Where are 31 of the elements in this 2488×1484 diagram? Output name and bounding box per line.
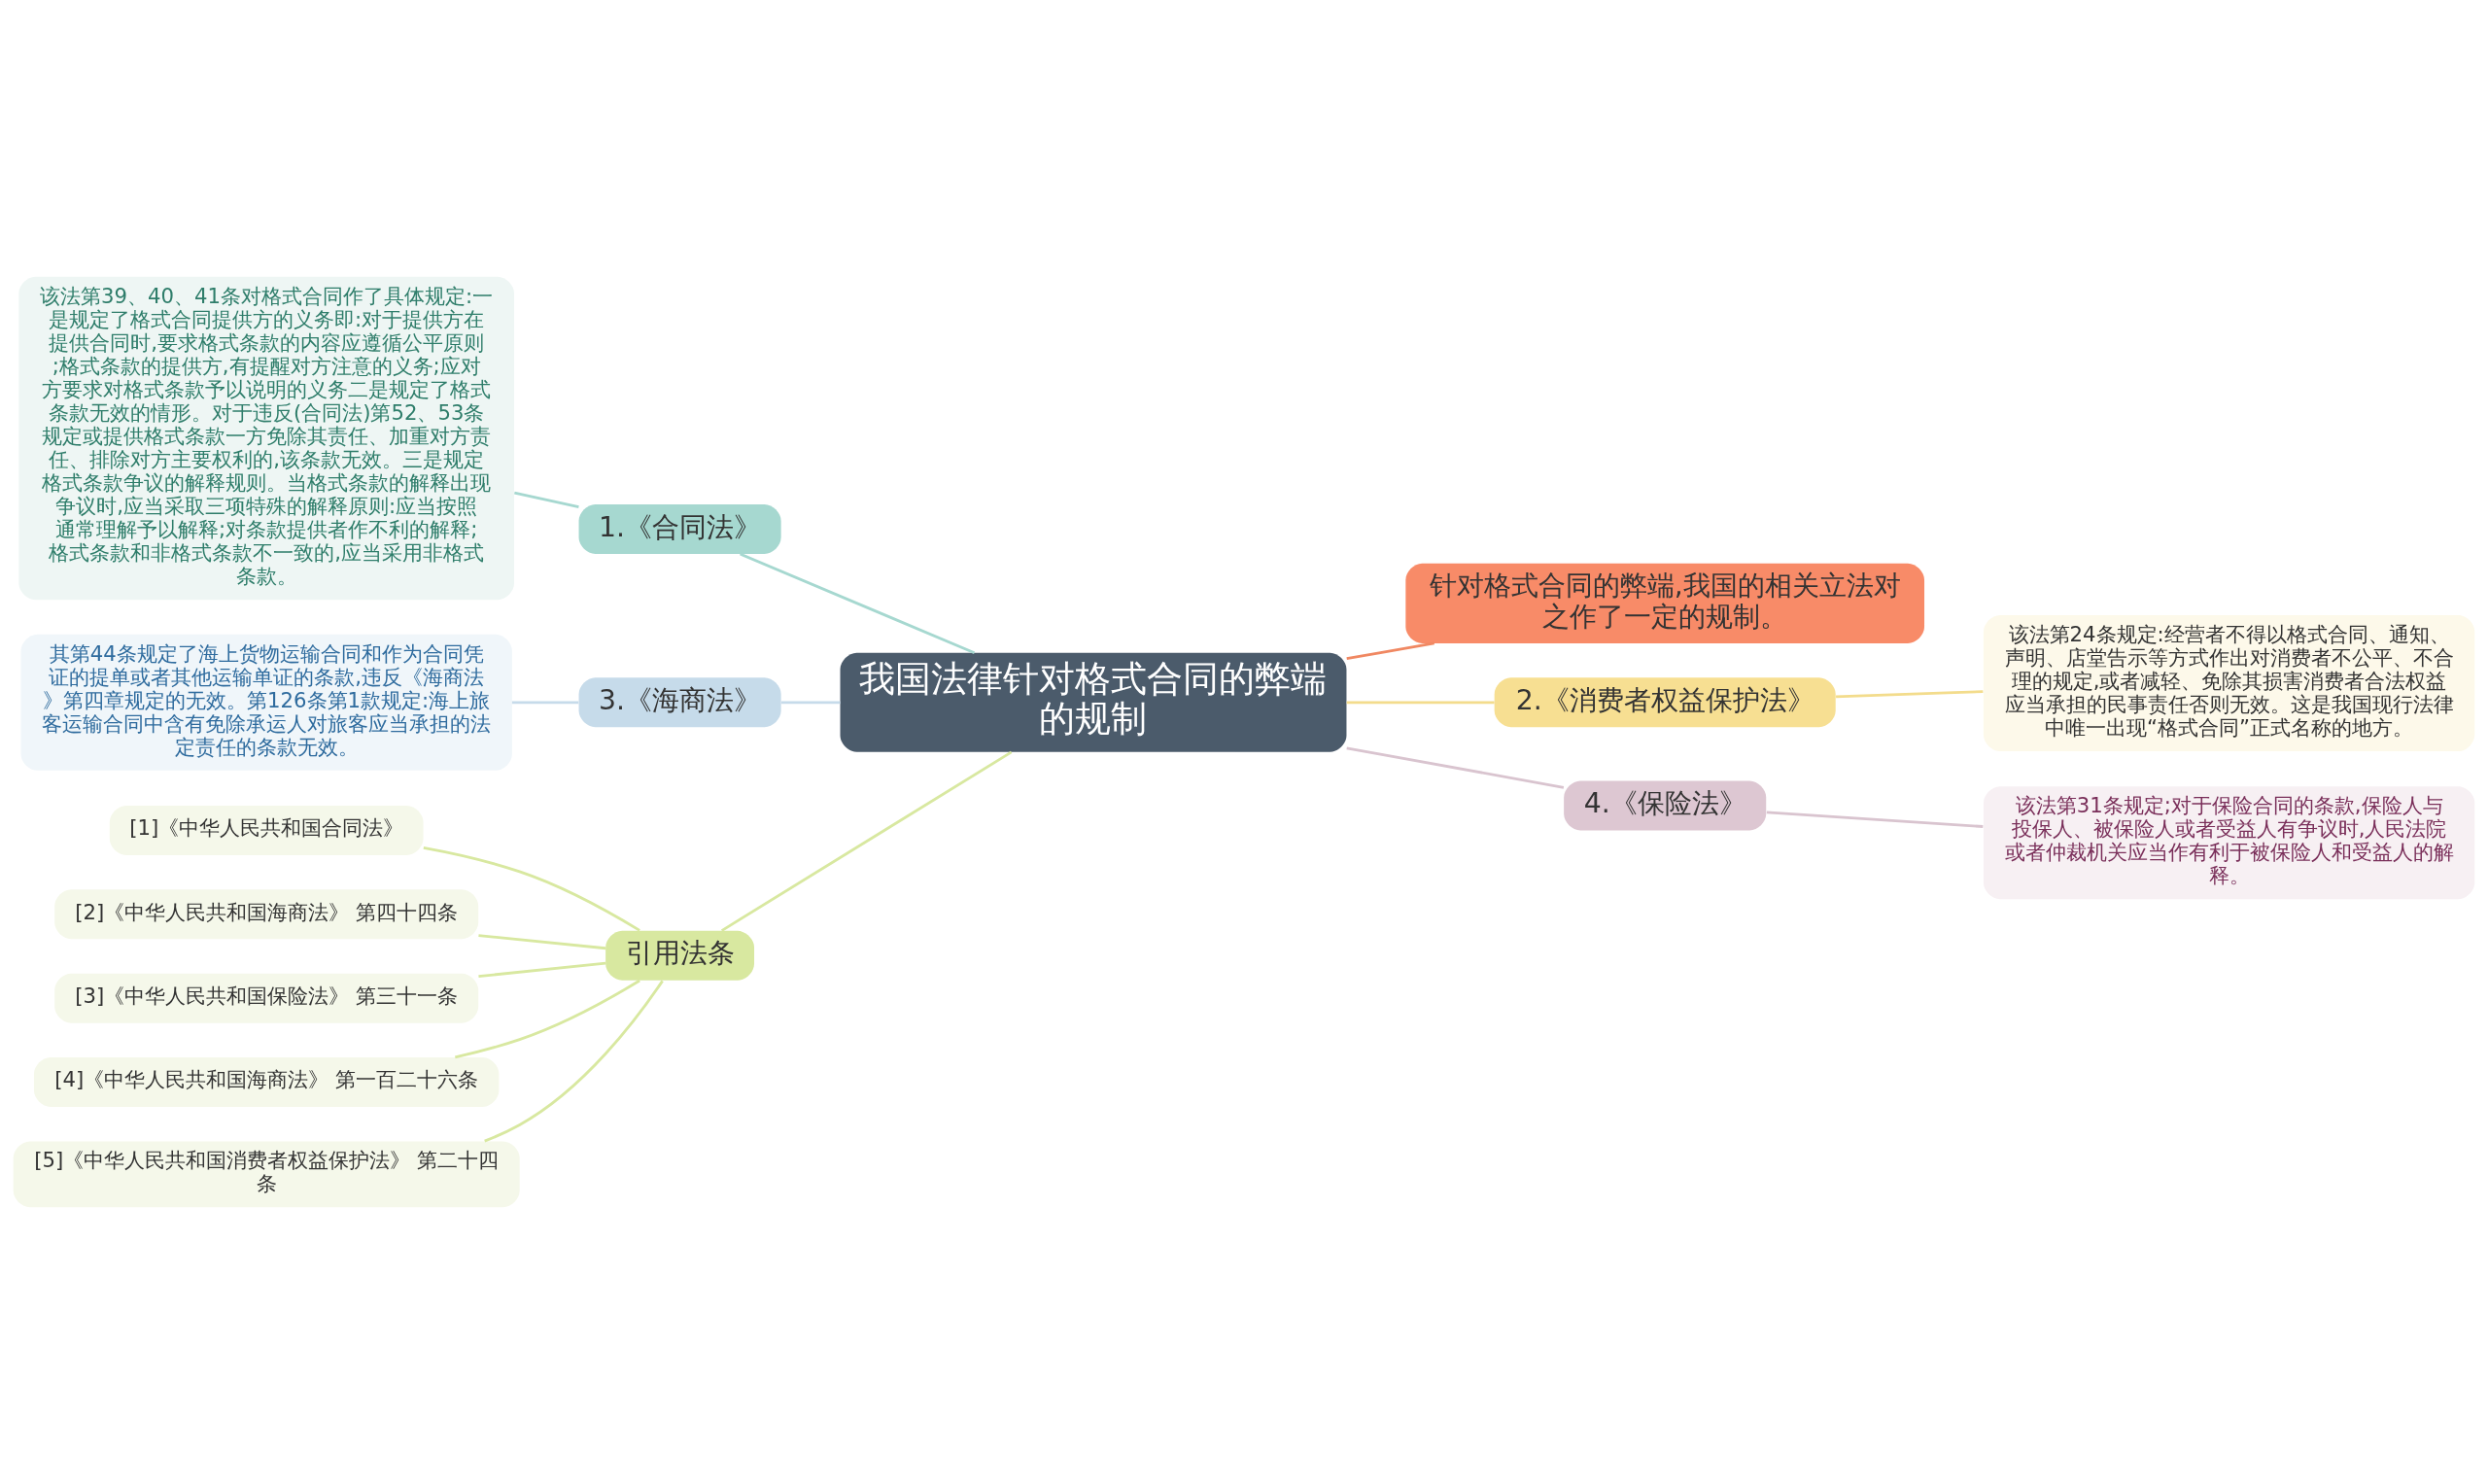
node-box: [1]《中华人民共和国合同法》 — [109, 805, 424, 855]
connector — [740, 552, 976, 655]
connector — [455, 979, 640, 1059]
node-box: 引用法条 — [605, 930, 755, 981]
connector — [484, 980, 664, 1143]
connector — [1346, 746, 1565, 789]
node-box: [3]《中华人民共和国保险法》 第三十一条 — [54, 973, 479, 1023]
node-box: 2.《消费者权益保护法》 — [1494, 677, 1836, 728]
node-box: [5]《中华人民共和国消费者权益保护法》 第二十四条 — [13, 1141, 520, 1208]
node-box: [4]《中华人民共和国海商法》 第一百二十六条 — [33, 1057, 500, 1107]
node-box: 该法第31条规定;对于保险合同的条款,保险人与投保人、被保险人或者受益人有争议时,人民法院或者仲裁机关应当作有利于被保险人和受益人的解释。 — [1983, 786, 2475, 900]
node-box: 3.《海商法》 — [578, 677, 781, 728]
connector — [1766, 811, 1984, 828]
node-box: [2]《中华人民共和国海商法》 第四十四条 — [54, 889, 479, 940]
node-box: 其第44条规定了海上货物运输合同和作为合同凭证的提单或者其他运输单证的条款,违反《海商法》第四章规定的无效。第126条第1款规定:海上旅客运输合同中含有免除承运人对旅客应当承担的法定责任的条款无效。 — [20, 634, 512, 771]
node-box: 该法第24条规定:经营者不得以格式合同、通知、声明、店堂告示等方式作出对消费者不公平、不合理的规定,或者减轻、免除其损害消费者合法权益应当承担的民事责任否则无效。这是我国现行法律中唯一出现“格式合同”正式名称的地方。 — [1983, 614, 2475, 752]
connector — [511, 701, 579, 705]
connector — [1346, 701, 1495, 705]
node-box: 1.《合同法》 — [578, 503, 781, 554]
connector — [478, 961, 606, 979]
connector — [478, 934, 606, 950]
connector — [514, 491, 579, 509]
node-box: 4.《保险法》 — [1564, 780, 1767, 831]
node-box: 我国法律针对格式合同的弊端的规制 — [840, 652, 1347, 752]
connector — [423, 846, 640, 932]
node-box: 针对格式合同的弊端,我国的相关立法对之作了一定的规制。 — [1405, 563, 1925, 643]
connector — [780, 701, 841, 705]
connector — [720, 750, 1013, 932]
connector — [1346, 641, 1434, 661]
node-box: 该法第39、40、41条对格式合同作了具体规定:一是规定了格式合同提供方的义务即:对于提供方在提供合同时,要求格式条款的内容应遵循公平原则;格式条款的提供方,有提醒对方注意的义务;应对方要求对格式条款予以说明的义务二是规定了格式条款无效的情形。对于违反(合同法)第52、53条规定或提供格式条款一方免除其责任、加重对方责任、排除对方主要权利的,该条款无效。三是规定格式条款争议的解释规则。当格式条款的解释出现争议时,应当采取三项特殊的解释原则:应当按照通常理解予以解释;对条款提供者作不利的解释;格式条款和非格式条款不一致的,应当采用非格式条款。 — [18, 276, 514, 601]
connector — [1836, 690, 1984, 699]
